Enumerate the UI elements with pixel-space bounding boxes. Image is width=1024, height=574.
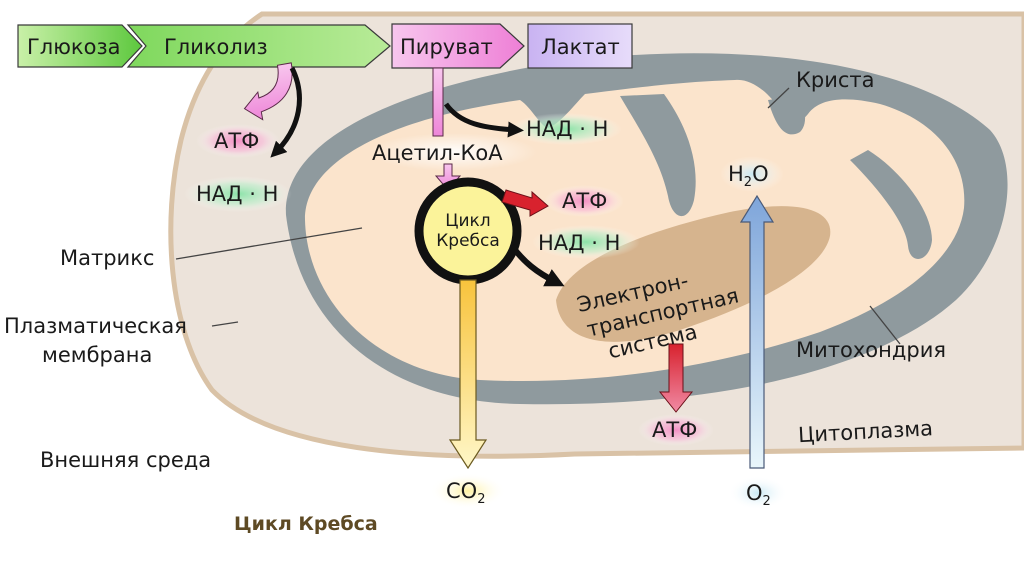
krebs-to-atp-arrow (501, 189, 549, 217)
co2-label: CO2 (446, 479, 485, 507)
h2o-label: H2O (728, 162, 769, 190)
mitochondrion-leader-line (869, 305, 901, 345)
outer-environment-label: Внешняя среда (40, 448, 211, 472)
co2-release-arrow (448, 279, 488, 470)
crista-fold-2 (768, 96, 806, 135)
crista-label: Криста (796, 68, 875, 92)
krebs-label-line2: Кребса (436, 231, 500, 251)
pyruvate-to-acetyl-coa-arrow (432, 67, 444, 137)
nadh-glycolysis-label: НАД · Н (196, 182, 278, 206)
o2-to-h2o-arrow (739, 194, 775, 469)
lactate-box (527, 23, 633, 69)
nadh-pyruvate-label: НАД · Н (526, 117, 608, 141)
glucose-arrow (17, 24, 143, 68)
mitochondrion-label: Митохондрия (796, 338, 946, 362)
krebs-to-etc-arrow (509, 244, 565, 287)
krebs-label-line1: Цикл (445, 211, 490, 231)
crista-fold-1 (620, 94, 696, 217)
lactate-label: Лактат (541, 35, 620, 59)
glucose-label: Глюкоза (27, 35, 120, 59)
nadh-krebs-label: НАД · Н (538, 231, 620, 255)
crista-fold-3 (850, 150, 932, 259)
glycolysis-label: Гликолиз (164, 35, 268, 59)
pyruvate-to-nadh-arrow (443, 102, 524, 138)
plasma-membrane-label-2: мембрана (42, 343, 152, 367)
glycolysis-to-atp-arrow (243, 62, 293, 121)
atp-krebs-label: АТФ (562, 189, 607, 213)
o2-label: O2 (746, 481, 771, 509)
glycolysis-to-nadh-arrow (270, 66, 302, 158)
crista-leader-line (767, 87, 790, 109)
etc-to-atp-arrow (658, 343, 694, 413)
pyruvate-label: Пируват (400, 35, 493, 59)
image-caption: Цикл Кребса (234, 513, 378, 535)
matrix-leader-line (175, 227, 363, 260)
glycolysis-arrow (126, 24, 391, 68)
atp-etc-label: АТФ (652, 418, 697, 442)
atp-glycolysis-label: АТФ (214, 129, 259, 153)
plasma-membrane-leader-line (211, 321, 239, 327)
plasma-membrane-label-1: Плазматическая (4, 314, 187, 338)
acetyl-coa-label: Ацетил-КоА (372, 141, 503, 165)
matrix-label: Матрикс (60, 246, 154, 270)
pyruvate-arrow (391, 23, 525, 69)
